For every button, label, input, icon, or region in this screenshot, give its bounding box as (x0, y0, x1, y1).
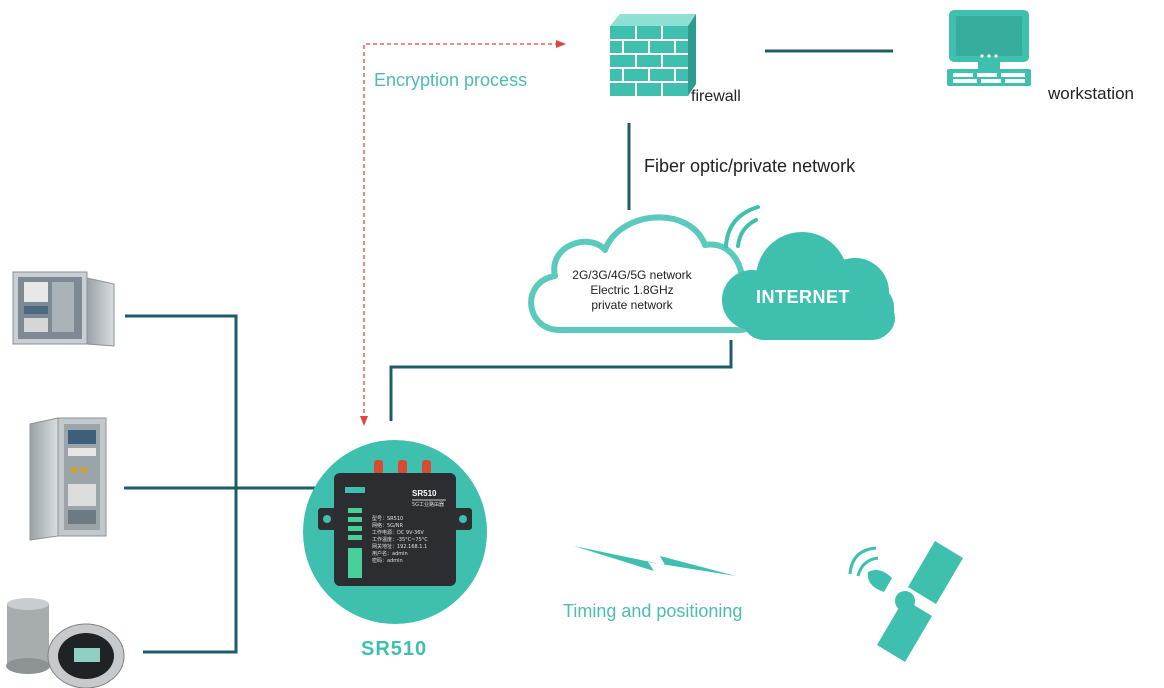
switch-cabinet-icon (29, 417, 107, 541)
smart-meter-icon (6, 598, 125, 688)
spec-line: 网关地址：192.168.1.1 (372, 544, 428, 550)
spec-line: 网络：5G/NR (372, 523, 403, 529)
timing-signal-icon (574, 546, 736, 576)
router-device-icon (303, 440, 487, 624)
router-panel-model: SR510 (412, 489, 437, 498)
router-internet-link (389, 340, 733, 421)
workstation-icon (947, 10, 1031, 86)
timing-label: Timing and positioning (563, 601, 743, 621)
router-panel-subtitle: 5G工业路由器 (412, 502, 445, 508)
distribution-box-icon (12, 271, 115, 347)
internet-label: INTERNET (756, 287, 850, 307)
wifi-signal-icon (724, 205, 760, 248)
router-panel-specs: 型号：SR510 网络：5G/NR 工作电源：DC 9V-36V 工作温度：-3… (372, 516, 428, 565)
cloud-line-1: 2G/3G/4G/5G network (572, 268, 692, 282)
cloud-network-text: 2G/3G/4G/5G network Electric 1.8GHz priv… (548, 268, 716, 313)
encryption-path (360, 40, 566, 426)
spec-line: 工作电源：DC 9V-36V (372, 530, 424, 536)
cabinet-links (124, 314, 318, 654)
firewall-label: firewall (691, 88, 741, 105)
spec-line: 密码：admin (372, 558, 403, 564)
firewall-icon (610, 14, 696, 96)
cloud-line-3: private network (591, 298, 673, 312)
cloud-line-2: Electric 1.8GHz (590, 283, 674, 297)
internet-cloud (722, 232, 895, 340)
encryption-label: Encryption process (374, 70, 528, 90)
device-name-label: SR510 (361, 638, 428, 660)
satellite-icon (848, 541, 963, 662)
spec-line: 用户名：admin (372, 551, 408, 557)
workstation-label: workstation (1048, 84, 1134, 103)
fiber-label: Fiber optic/private network (644, 156, 856, 176)
spec-line: 工作温度：-35°C~75°C (372, 537, 428, 543)
spec-line: 型号：SR510 (372, 516, 404, 522)
